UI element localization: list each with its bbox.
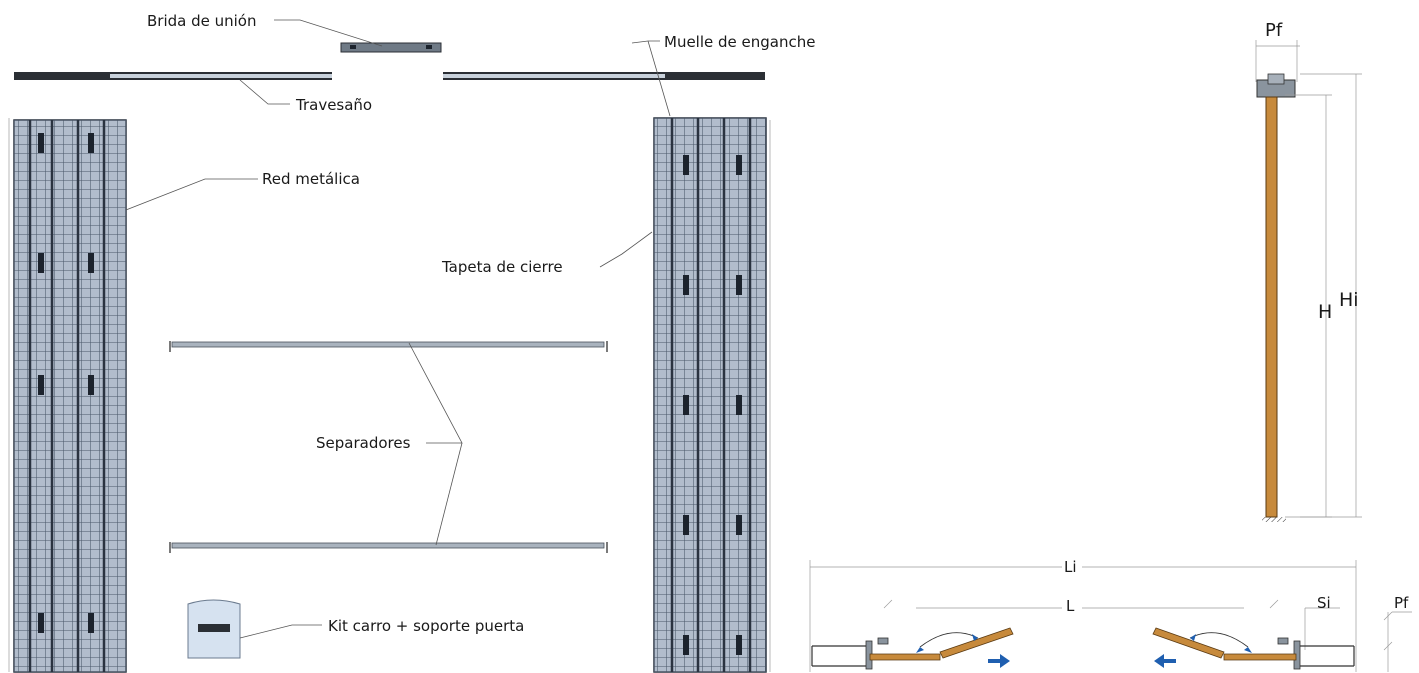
right-mesh-panel [653, 117, 771, 673]
section-view: Pf H Hi [1255, 20, 1362, 522]
dim-hi: Hi [1339, 289, 1359, 311]
dim-l: L [1066, 597, 1075, 615]
dim-li: Li [1064, 558, 1077, 576]
part-labels: Brida de unión Travesaño Muelle de engan… [147, 12, 815, 635]
dim-h: H [1318, 301, 1332, 323]
plan-view: Li L Si Pf [809, 558, 1412, 672]
label-brida: Brida de unión [147, 12, 257, 30]
label-muelle: Muelle de enganche [664, 33, 815, 51]
dim-pf-top: Pf [1265, 20, 1283, 41]
crossbar-rails [14, 72, 765, 80]
label-separadores: Separadores [316, 434, 411, 452]
spacers [169, 341, 608, 553]
kit-bag [187, 599, 241, 659]
label-travesano: Travesaño [295, 96, 372, 114]
label-red: Red metálica [262, 170, 360, 188]
label-kit: Kit carro + soporte puerta [328, 617, 524, 635]
left-mesh-panel [8, 118, 127, 673]
joining-flange [340, 42, 442, 53]
dim-pf-plan: Pf [1394, 594, 1409, 612]
leader-lines [125, 19, 671, 639]
label-tapeta: Tapeta de cierre [441, 258, 563, 276]
dim-si: Si [1317, 594, 1331, 612]
